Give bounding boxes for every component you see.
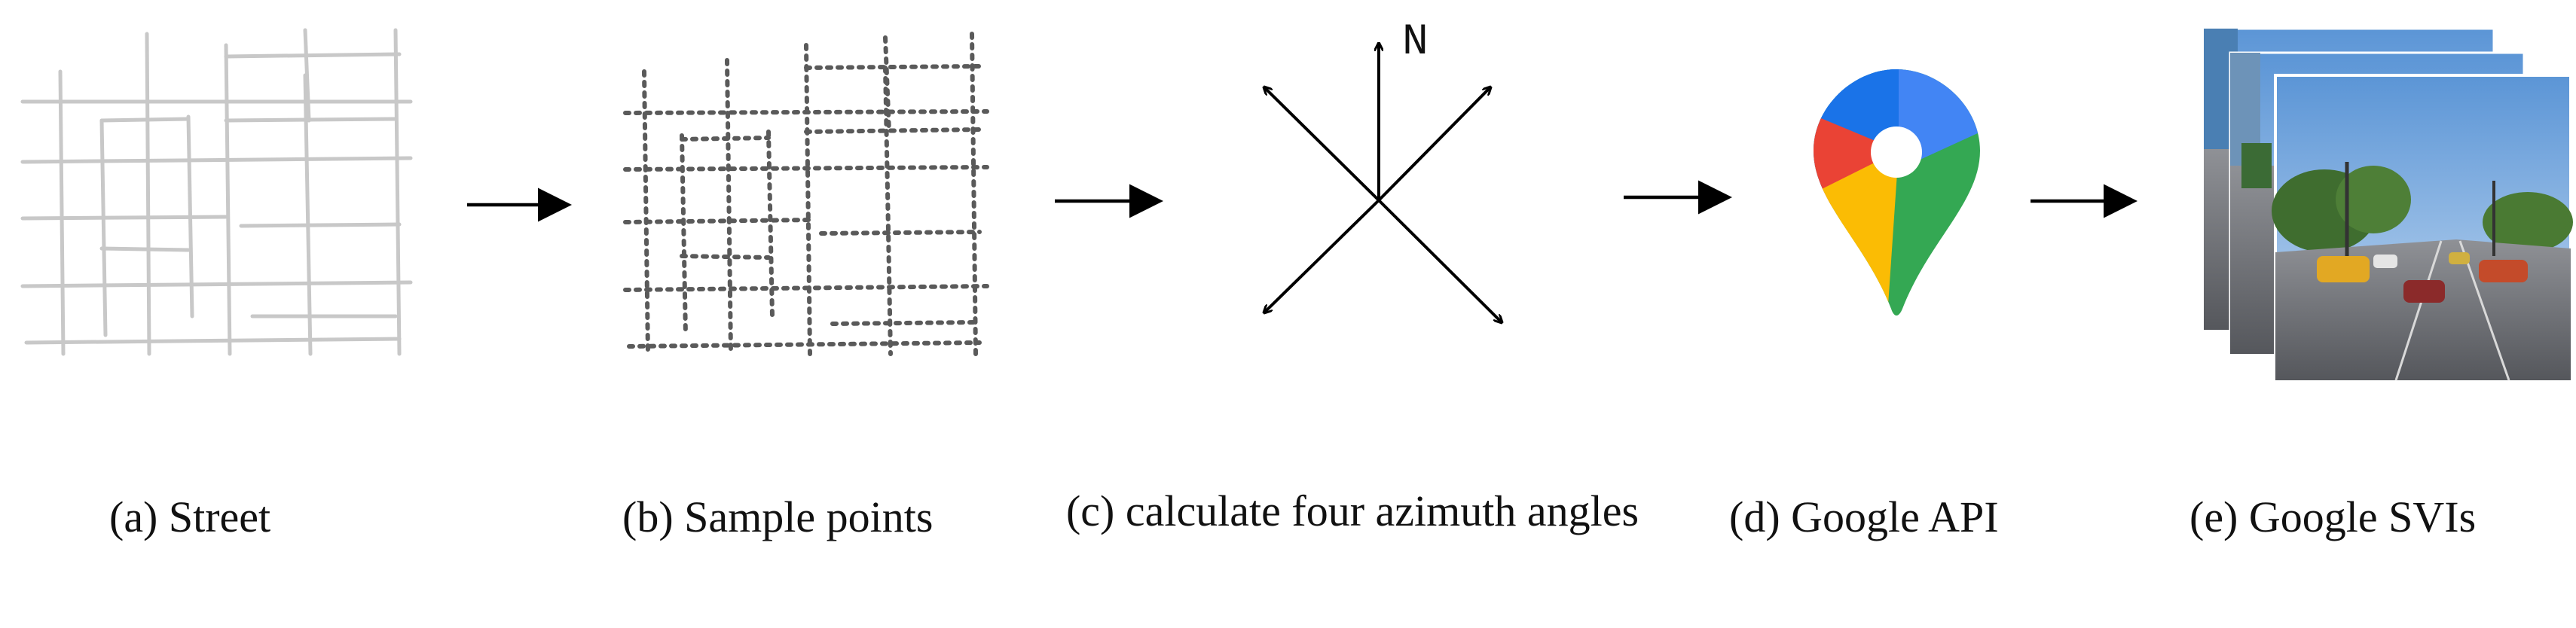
caption-google-svis: (e) Google SVIs [2189,492,2477,541]
caption-google-api: (d) Google API [1729,492,1999,541]
street-view-photo-front [2272,74,2573,382]
caption-street: (a) Street [109,492,271,541]
north-label: N [1402,18,1429,67]
caption-azimuth-angles: (c) calculate four azimuth angles [1065,486,1639,535]
caption-sample-points: (b) Sample points [622,492,934,541]
